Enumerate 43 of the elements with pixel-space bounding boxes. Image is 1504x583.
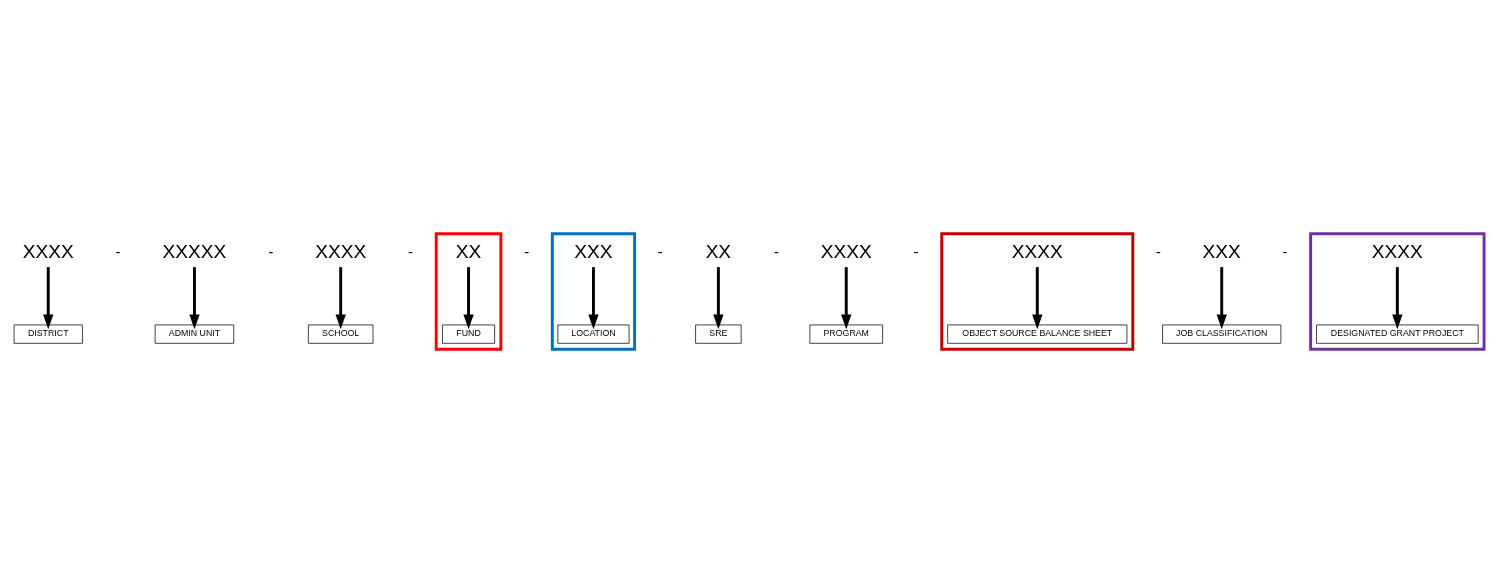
label: -	[115, 243, 121, 260]
node-text: XXX	[574, 240, 613, 262]
node-box: DISTRICT	[13, 324, 83, 344]
label: -	[408, 243, 413, 260]
node-text: XX	[455, 240, 482, 262]
label: -	[773, 243, 779, 260]
arrow	[1392, 267, 1403, 330]
node-box: FUND	[442, 324, 495, 344]
arrow	[713, 267, 724, 330]
arrow	[335, 267, 346, 330]
arrow	[588, 267, 599, 330]
arrow	[43, 267, 54, 330]
arrow	[1032, 267, 1043, 330]
label: -	[657, 243, 663, 260]
cluster	[1309, 232, 1486, 351]
label: -	[1282, 243, 1288, 260]
node-box: LOCATION	[557, 324, 630, 344]
node-text: XXXX	[1371, 240, 1423, 262]
node-text: XX	[705, 240, 732, 262]
label: -	[268, 243, 274, 260]
node-text: XXXX	[820, 240, 872, 262]
node-box: JOB CLASSIFICATION	[1162, 324, 1282, 344]
cluster	[434, 232, 503, 351]
node-box: ADMIN UNIT	[154, 324, 235, 344]
node-text: XXX	[1202, 240, 1241, 262]
node-box: OBJECT SOURCE BALANCE SHEET	[947, 324, 1128, 344]
node-box: SCHOOL	[308, 324, 374, 344]
arrow	[1216, 267, 1227, 330]
node-box: DESIGNATED GRANT PROJECT	[1316, 324, 1479, 344]
node-text: XXXXX	[162, 240, 227, 262]
node-box: PROGRAM	[809, 324, 883, 344]
node-box: SRE	[695, 324, 742, 344]
arrow	[841, 267, 852, 330]
arrow	[463, 267, 474, 330]
label: -	[913, 243, 919, 260]
arrow	[189, 267, 200, 330]
node-text: XXXX	[22, 240, 74, 262]
cluster	[550, 232, 637, 351]
node-text: XXXX	[1011, 240, 1063, 262]
label: -	[1156, 243, 1161, 260]
node-text: XXXX	[315, 240, 367, 262]
label: -	[524, 243, 530, 260]
cluster	[940, 232, 1135, 351]
